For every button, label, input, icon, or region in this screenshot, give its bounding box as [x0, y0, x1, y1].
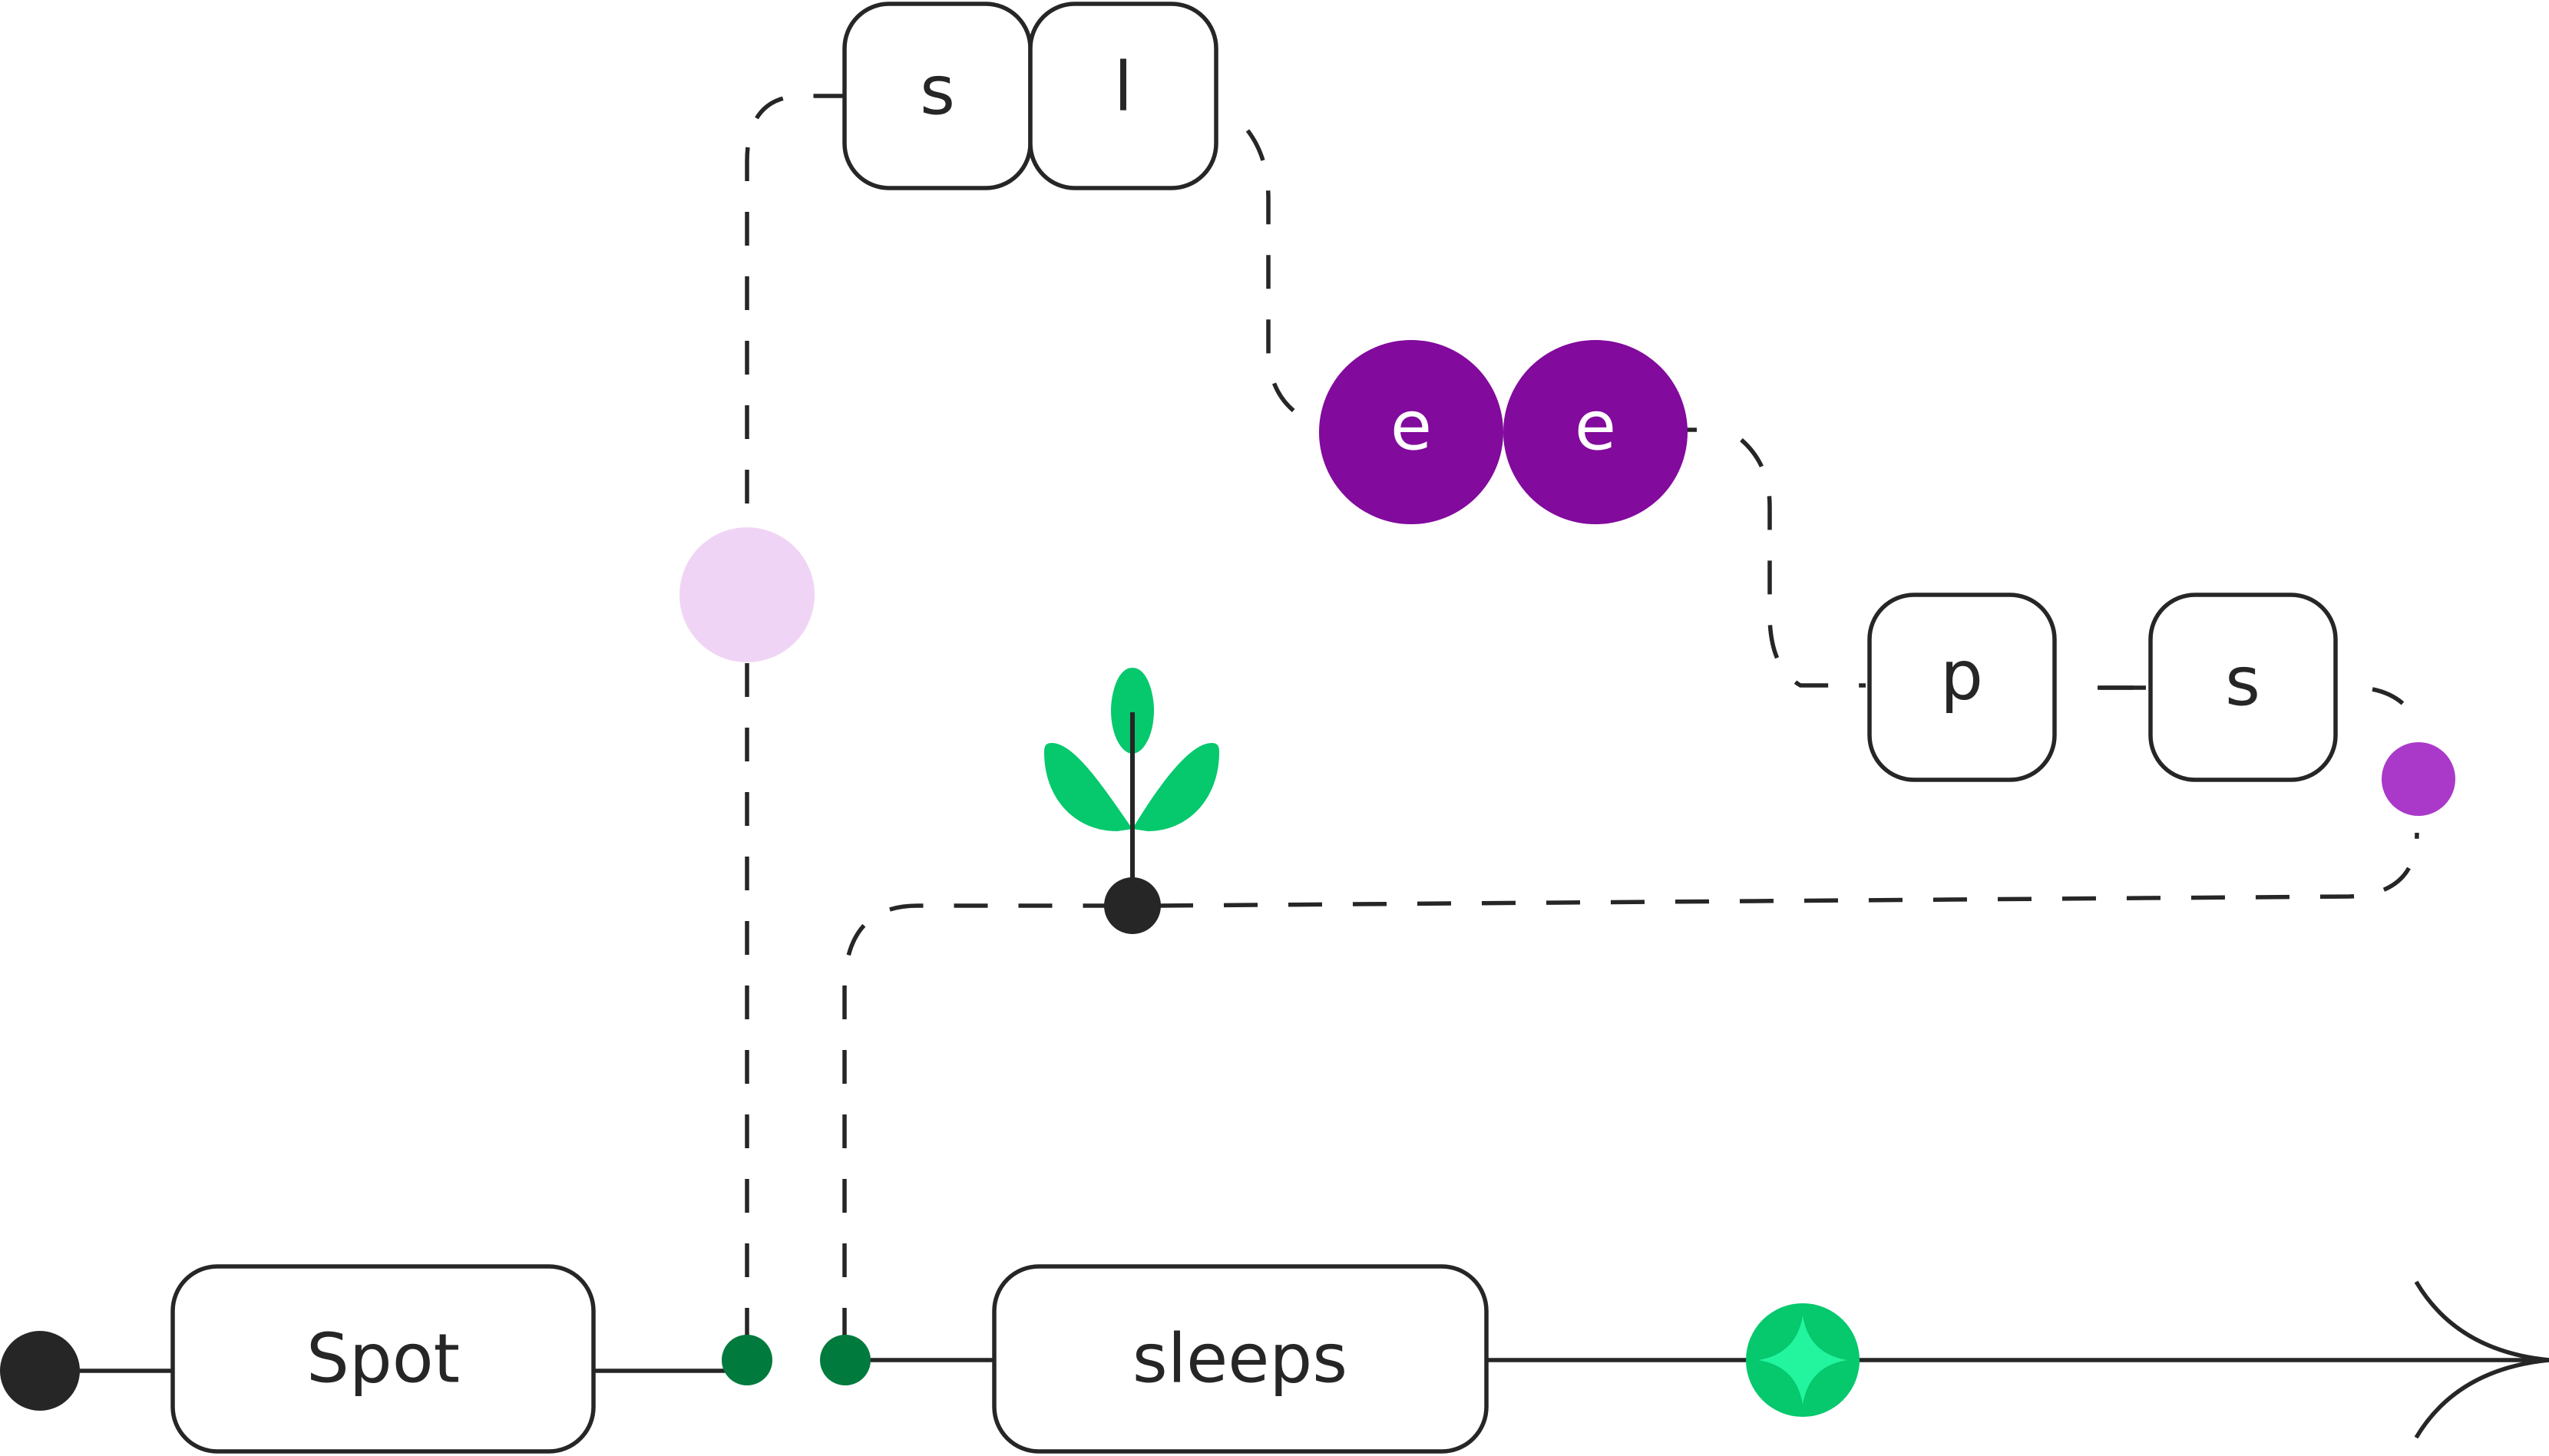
token-box-s-upper: s	[842, 2, 1033, 190]
sprout-icon	[1044, 668, 1219, 934]
junction-dot-left	[722, 1335, 772, 1385]
token-text: Spot	[306, 1319, 460, 1398]
junction-dot-right	[820, 1335, 871, 1385]
dashed-loop-lower	[842, 832, 2419, 1342]
token-text: e	[1390, 387, 1432, 466]
token-text: l	[1114, 48, 1132, 127]
token-box-p: p	[1867, 593, 2057, 782]
token-box-l: l	[1028, 2, 1218, 190]
token-box-s-right: s	[2148, 593, 2338, 782]
token-box-sleeps: sleeps	[992, 1264, 1489, 1454]
start-terminal-dot	[0, 1331, 80, 1411]
violet-dot	[2382, 742, 2455, 816]
token-circle-e-second: e	[1503, 340, 1688, 524]
token-text: p	[1940, 636, 1983, 715]
token-circle-e-first: e	[1319, 340, 1503, 524]
token-text: sleeps	[1132, 1319, 1347, 1398]
sprout-base-dot	[1104, 877, 1161, 934]
token-text: s	[2225, 642, 2260, 721]
token-text: e	[1575, 387, 1616, 466]
token-box-spot: Spot	[170, 1264, 596, 1454]
arrowhead-icon	[2414, 1280, 2549, 1439]
token-text: s	[920, 51, 955, 130]
sparkle-icon	[1746, 1303, 1860, 1417]
light-pink-dot	[679, 527, 815, 662]
